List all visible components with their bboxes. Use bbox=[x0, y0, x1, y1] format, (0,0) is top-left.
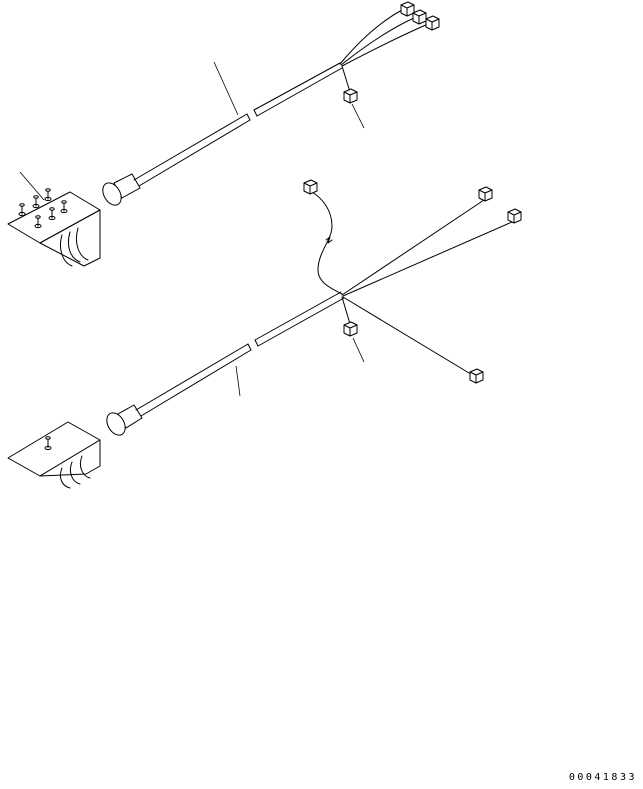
upper-trunk-cable bbox=[133, 62, 343, 187]
lower-branch-wires bbox=[311, 191, 513, 377]
lower-connector-leader-line bbox=[352, 337, 365, 363]
lower-round-connector bbox=[106, 404, 143, 436]
upper-trunk-leader-line bbox=[213, 61, 239, 116]
lower-branch-connectors bbox=[303, 179, 522, 384]
lower-trunk-leader-line bbox=[235, 365, 241, 397]
upper-branch-connectors bbox=[343, 1, 440, 104]
upper-round-connector bbox=[102, 173, 141, 206]
upper-harness bbox=[7, 1, 440, 267]
lower-mounting-bracket bbox=[7, 421, 101, 489]
upper-bolt-leader-line bbox=[19, 171, 45, 201]
figure-reference-number: 00041833 bbox=[568, 772, 637, 783]
lower-bracket-bolt bbox=[44, 436, 52, 451]
lower-trunk-cable bbox=[135, 291, 345, 417]
upper-bracket-bolts bbox=[18, 188, 68, 229]
upper-connector-leader-line bbox=[351, 103, 365, 129]
upper-branch-wires bbox=[339, 9, 429, 93]
lower-harness bbox=[7, 179, 522, 489]
upper-mounting-bracket bbox=[7, 188, 101, 267]
